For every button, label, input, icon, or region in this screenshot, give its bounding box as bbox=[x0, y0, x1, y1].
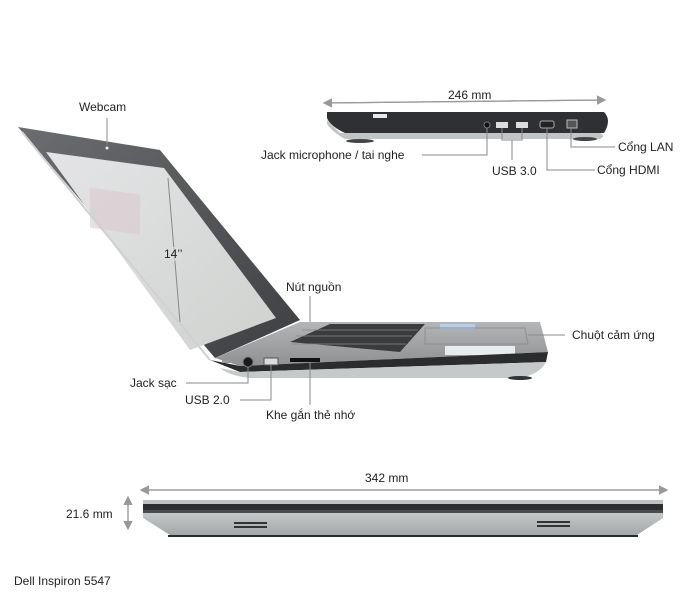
charging-jack-label: Jack sạc bbox=[130, 376, 177, 390]
depth-dimension: 246 mm bbox=[448, 88, 492, 102]
side-view bbox=[322, 95, 615, 171]
thickness-dimension: 21.6 mm bbox=[66, 507, 113, 521]
usb2-label: USB 2.0 bbox=[185, 393, 230, 407]
usb3-label: USB 3.0 bbox=[492, 164, 537, 178]
hdmi-port-label: Cổng HDMI bbox=[597, 163, 660, 177]
card-slot-label: Khe gắn thẻ nhớ bbox=[266, 408, 356, 422]
audio-jack-label: Jack microphone / tai nghe bbox=[261, 148, 405, 162]
perspective-view bbox=[18, 118, 565, 405]
model-name: Dell Inspiron 5547 bbox=[14, 574, 111, 588]
width-dimension: 342 mm bbox=[365, 471, 409, 485]
lan-port-label: Cổng LAN bbox=[618, 140, 674, 154]
touchpad-label: Chuột cảm ứng bbox=[572, 328, 655, 342]
front-view bbox=[123, 485, 669, 537]
screen-size-label: 14’’ bbox=[164, 247, 183, 261]
webcam-label: Webcam bbox=[79, 100, 127, 114]
power-button-label: Nút nguồn bbox=[286, 280, 342, 294]
